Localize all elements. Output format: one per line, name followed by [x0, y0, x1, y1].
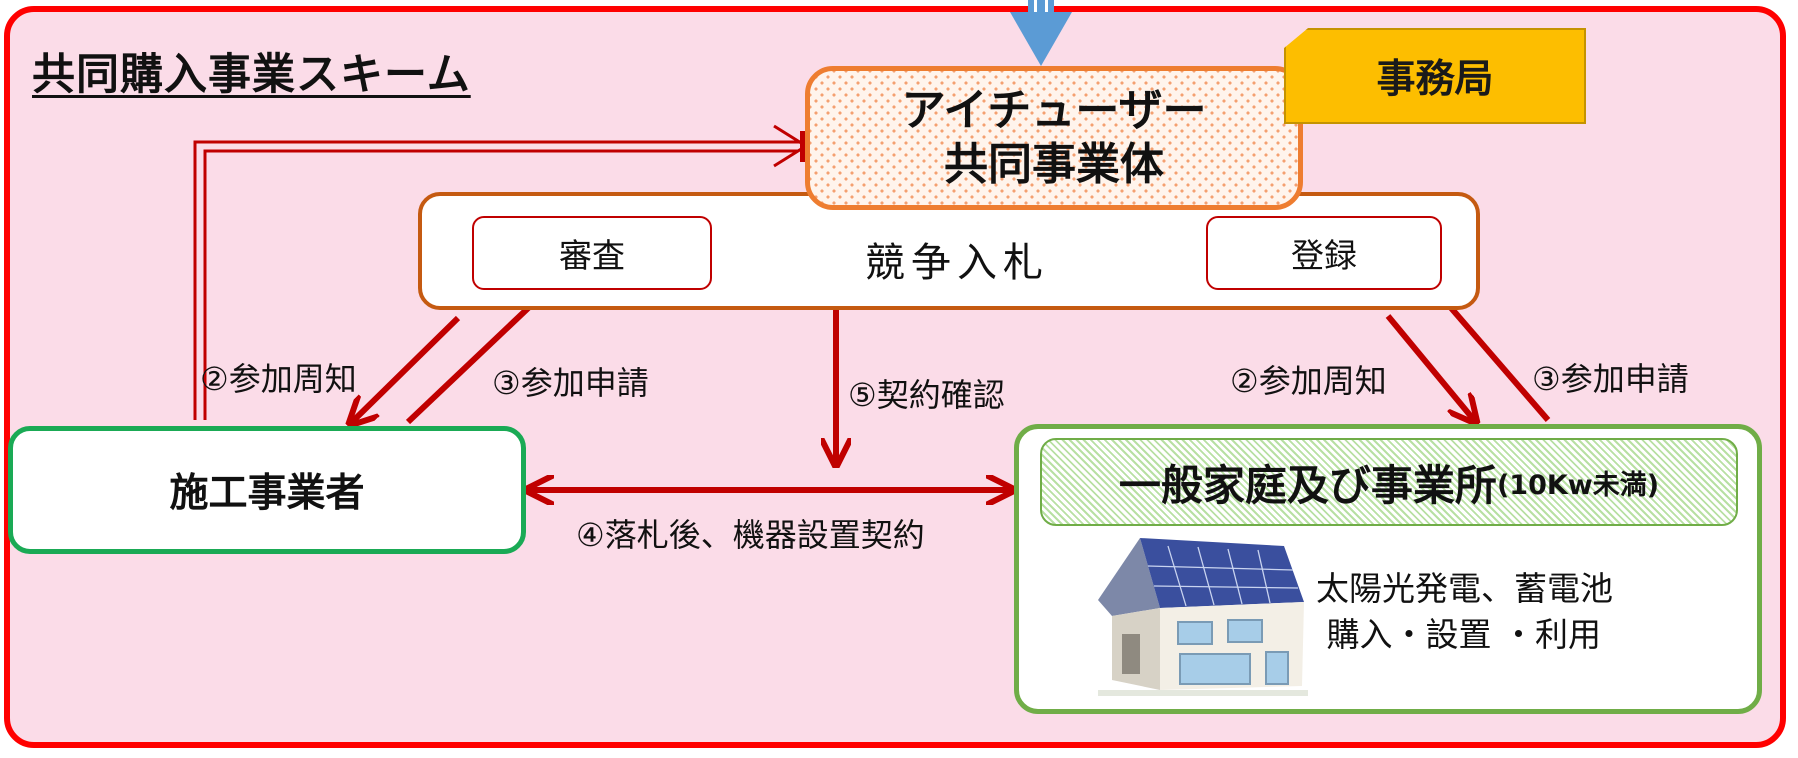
registration-box: 登録 — [1206, 216, 1442, 290]
joint-venture-name: アイチューザー — [901, 85, 1207, 136]
left-notice-arrow — [352, 315, 461, 422]
left-apply-label: ③参加申請 — [492, 364, 649, 402]
review-box: 審査 — [472, 216, 712, 290]
household-title: 一般家庭及び事業所 — [1118, 460, 1497, 510]
incoming-arrow — [1010, 0, 1072, 66]
left-notice-label: ②参加周知 — [200, 360, 357, 398]
joint-venture-box: アイチューザー 共同事業体 — [805, 66, 1303, 210]
joint-venture-type: 共同事業体 — [944, 139, 1164, 190]
household-qualifier: (10Kw未満) — [1496, 469, 1660, 501]
right-notice-arrow — [1385, 314, 1474, 420]
secretariat-badge: 事務局 — [1284, 28, 1586, 124]
diagram-title: 共同購入事業スキーム — [32, 50, 471, 100]
household-header: 一般家庭及び事業所 (10Kw未満) — [1040, 438, 1738, 526]
right-apply-label: ③参加申請 — [1532, 360, 1689, 398]
solar-house-icon — [1098, 538, 1308, 696]
contract-confirm-label: ⑤契約確認 — [848, 376, 1005, 414]
contract-label: ④落札後、機器設置契約 — [576, 516, 925, 554]
household-description: 太陽光発電、蓄電池 購入・設置 ・利用 — [1316, 569, 1613, 654]
contractor-box: 施工事業者 — [8, 426, 526, 554]
competitive-bid-label: 競争入札 — [865, 240, 1049, 286]
right-notice-label: ②参加周知 — [1230, 362, 1387, 400]
notice-double-line — [193, 124, 809, 420]
